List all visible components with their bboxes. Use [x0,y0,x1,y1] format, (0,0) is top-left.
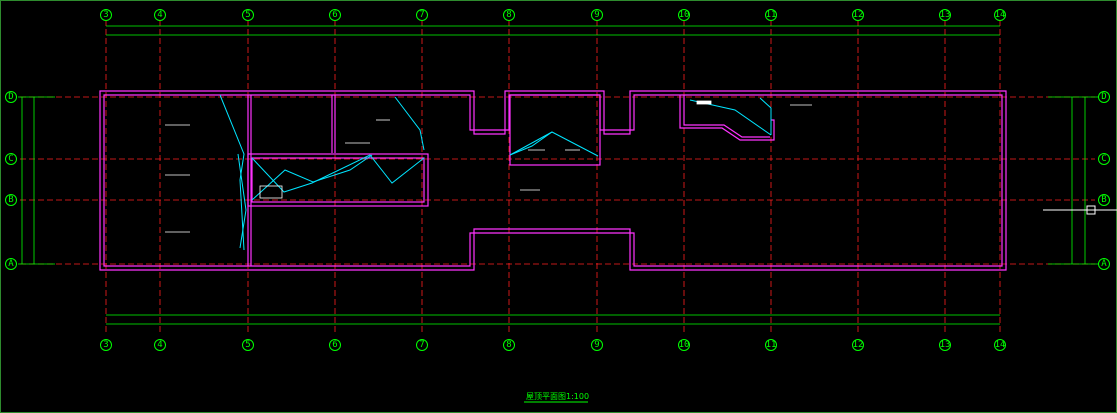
axis-bubble-top-3: 3 [100,9,112,21]
slope-lines [219,94,772,251]
crosshair-box [1086,205,1096,215]
svg-text:D: D [8,92,13,102]
axis-grid [20,20,1095,335]
svg-text:8: 8 [506,10,511,20]
stair-core-left-roof-inner [251,157,425,203]
svg-text:6: 6 [332,340,337,350]
svg-text:4: 4 [157,340,162,350]
axis-bubble-top-6: 6 [329,9,341,21]
axis-bubble-bottom-11: 11 [765,339,777,351]
axis-bubble-bottom-4: 4 [154,339,166,351]
axis-bubble-bottom-12: 12 [852,339,864,351]
axis-bubble-left-A: A [5,258,17,270]
svg-text:13: 13 [940,340,951,350]
svg-text:C: C [1101,154,1106,164]
slope-line-mid-hip [509,131,599,157]
axis-bubble-top-8: 8 [503,9,515,21]
svg-text:7: 7 [419,10,424,20]
svg-text:11: 11 [766,340,777,350]
axis-bubble-right-A: A [1098,258,1110,270]
drawing-title: 屋顶平面图1:100 [526,392,589,401]
axis-bubble-left-C: C [5,153,17,165]
svg-text:5: 5 [245,10,250,20]
row-bubbles-left: D C B A [5,91,17,270]
slope-line-left-ridge-b [237,153,247,249]
annotation-marks [165,100,812,233]
crosshair-cursor [1043,205,1117,215]
axis-bubble-bottom-6: 6 [329,339,341,351]
svg-text:A: A [8,259,14,269]
svg-text:9: 9 [594,10,599,20]
axis-bubble-top-5: 5 [242,9,254,21]
svg-text:10: 10 [679,10,690,20]
svg-text:A: A [1101,259,1107,269]
roof-outline [99,90,1007,271]
slope-line-core-b [251,154,373,201]
svg-text:C: C [8,154,13,164]
axis-bubble-bottom-5: 5 [242,339,254,351]
svg-text:11: 11 [766,10,777,20]
svg-text:12: 12 [853,10,864,20]
axis-bubble-right-C: C [1098,153,1110,165]
svg-text:12: 12 [853,340,864,350]
axis-bubble-top-4: 4 [154,9,166,21]
roof-hatch-marker [696,100,712,105]
slope-line-left-ridge [219,94,245,251]
axis-bubble-left-B: B [5,194,17,206]
svg-text:D: D [1101,92,1106,102]
axis-bubble-bottom-13: 13 [939,339,951,351]
dimension-lines [18,25,1098,325]
axis-bubble-right-B: B [1098,194,1110,206]
axis-bubble-right-D: D [1098,91,1110,103]
axis-bubble-top-9: 9 [591,9,603,21]
axis-bubble-bottom-8: 8 [503,339,515,351]
svg-text:6: 6 [332,10,337,20]
axis-bubble-bottom-10: 10 [678,339,690,351]
room-frame-6 [331,95,336,153]
raised-roof-right [679,95,775,141]
slope-line-right-hip-b [759,97,772,135]
axis-bubble-bottom-3: 3 [100,339,112,351]
roof-parapet-outer [99,90,1007,271]
svg-text:3: 3 [103,340,108,350]
svg-text:10: 10 [679,340,690,350]
axis-bubble-bottom-7: 7 [416,339,428,351]
raised-roof-right-inner [683,95,770,138]
slope-line-room [394,96,425,151]
svg-text:5: 5 [245,340,250,350]
row-bubbles-right: D C B A [1098,91,1110,270]
svg-text:14: 14 [995,10,1006,20]
axis-bubble-bottom-14: 14 [994,339,1006,351]
column-bubbles-top: 3 4 5 6 7 8 9 10 11 12 13 14 [100,9,1006,21]
axis-bubble-top-13: 13 [939,9,951,21]
svg-text:3: 3 [103,10,108,20]
axis-bubble-top-11: 11 [765,9,777,21]
svg-text:14: 14 [995,340,1006,350]
svg-text:7: 7 [419,340,424,350]
axis-bubble-bottom-9: 9 [591,339,603,351]
column-bubbles-bottom: 3 4 5 6 7 8 9 10 11 12 13 14 [100,339,1006,351]
svg-text:9: 9 [594,340,599,350]
roof-drain-box [259,185,283,199]
svg-text:8: 8 [506,340,511,350]
axis-bubble-top-12: 12 [852,9,864,21]
axis-bubble-top-10: 10 [678,9,690,21]
svg-text:13: 13 [940,10,951,20]
axis-bubble-top-14: 14 [994,9,1006,21]
roof-parapet-inner [103,94,1003,267]
svg-text:4: 4 [157,10,162,20]
axis-bubble-left-D: D [5,91,17,103]
svg-text:B: B [8,195,13,205]
svg-text:B: B [1101,195,1106,205]
raised-roof-mid [509,94,601,166]
slope-line-mid-hip-b [509,131,553,156]
axis-bubble-top-7: 7 [416,9,428,21]
